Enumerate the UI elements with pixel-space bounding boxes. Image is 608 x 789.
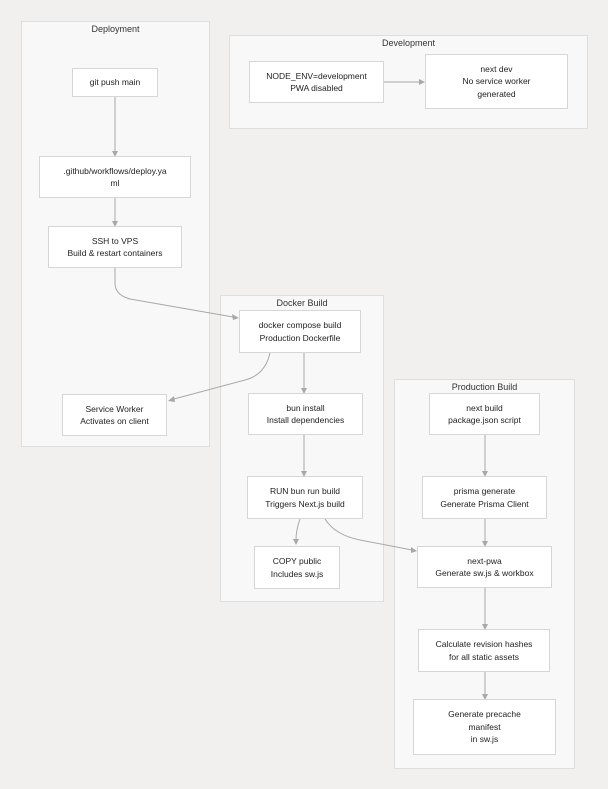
- node-text: Activates on client: [80, 416, 149, 426]
- node-text: next-pwa: [467, 555, 502, 566]
- node-text: Generate precache: [448, 709, 521, 720]
- node-text: Includes sw.js: [270, 568, 324, 579]
- node-next-build[interactable]: next build package.json script: [429, 393, 540, 435]
- edge-arrowhead: [232, 314, 239, 320]
- node-calculate-revision-hashes[interactable]: Calculate revision hashes for all static…: [418, 629, 550, 672]
- node-text: Generate sw.js & workbox: [435, 568, 534, 578]
- edge-ssh-to-compose-build: [114, 268, 234, 318]
- edge-arrowhead: [112, 221, 118, 227]
- node-text: RUN bun run build: [270, 486, 340, 496]
- node-text: ml: [110, 178, 120, 188]
- cluster-label-development: Development: [381, 38, 436, 48]
- node-text: .github/workflows/deploy.ya: [63, 165, 167, 176]
- edge-arrowhead: [293, 539, 299, 545]
- node-text: PWA disabled: [290, 83, 343, 93]
- edge-arrowhead: [482, 624, 488, 630]
- node-next-pwa[interactable]: next-pwa Generate sw.js & workbox: [417, 546, 552, 588]
- node-bun-install[interactable]: bun install Install dependencies: [248, 393, 363, 435]
- node-text: bun install: [286, 402, 325, 413]
- node-text: for all static assets: [449, 651, 519, 662]
- node-text: Production Dockerfile: [259, 332, 341, 343]
- edge-arrowhead: [411, 547, 417, 553]
- node-text: docker compose build: [258, 320, 342, 330]
- node-text: next dev: [480, 63, 513, 74]
- node-git-push-main[interactable]: git push main: [72, 68, 158, 97]
- node-text: COPY public: [272, 556, 322, 566]
- node-text: Service Worker: [85, 403, 144, 414]
- node-text: generated: [477, 88, 516, 99]
- edge-arrowhead: [419, 79, 425, 85]
- node-text: No service worker: [462, 76, 531, 87]
- node-ssh-to-vps[interactable]: SSH to VPS Build & restart containers: [48, 226, 182, 268]
- node-text: Generate Prisma Client: [440, 498, 529, 509]
- node-generate-precache-manifest[interactable]: Generate precache manifest in sw.js: [413, 699, 556, 755]
- node-text: package.json script: [448, 415, 521, 425]
- node-node-env[interactable]: NODE_ENV=development PWA disabled: [249, 61, 384, 103]
- edge-arrowhead: [482, 694, 488, 700]
- node-text: SSH to VPS: [91, 235, 139, 246]
- node-docker-compose-build[interactable]: docker compose build Production Dockerfi…: [239, 310, 361, 353]
- node-text: prisma generate: [453, 486, 516, 496]
- edge-arrowhead: [301, 471, 307, 477]
- node-text: Calculate revision hashes: [435, 639, 533, 649]
- edge-run-build-to-copy-public: [295, 518, 301, 541]
- node-text: manifest: [468, 721, 501, 732]
- cluster-label-docker-build: Docker Build: [276, 298, 328, 308]
- node-service-worker[interactable]: Service Worker Activates on client: [62, 394, 167, 436]
- cluster-label-deployment: Deployment: [91, 24, 140, 34]
- cluster-label-production-build: Production Build: [451, 382, 518, 392]
- node-text: Triggers Next.js build: [265, 498, 345, 509]
- node-text: Install dependencies: [266, 415, 345, 425]
- node-prisma-generate[interactable]: prisma generate Generate Prisma Client: [422, 476, 547, 519]
- edge-run-build-to-next-pwa: [324, 518, 413, 551]
- node-next-dev[interactable]: next dev No service worker generated: [425, 54, 568, 109]
- node-text: Build & restart containers: [67, 248, 163, 258]
- node-copy-public[interactable]: COPY public Includes sw.js: [254, 546, 340, 589]
- edge-compose-build-to-service-worker: [173, 352, 271, 400]
- edge-arrowhead: [301, 388, 307, 394]
- edge-arrowhead: [112, 151, 118, 157]
- node-text: NODE_ENV=development: [266, 70, 367, 81]
- node-text: git push main: [89, 77, 141, 88]
- edge-arrowhead: [482, 541, 488, 547]
- edge-arrowhead: [168, 396, 175, 402]
- node-text: in sw.js: [470, 734, 499, 745]
- node-text: next build: [466, 402, 503, 413]
- node-deploy-yaml[interactable]: .github/workflows/deploy.ya ml: [39, 156, 191, 198]
- node-run-bun-build[interactable]: RUN bun run build Triggers Next.js build: [247, 476, 363, 519]
- edge-arrowhead: [482, 471, 488, 477]
